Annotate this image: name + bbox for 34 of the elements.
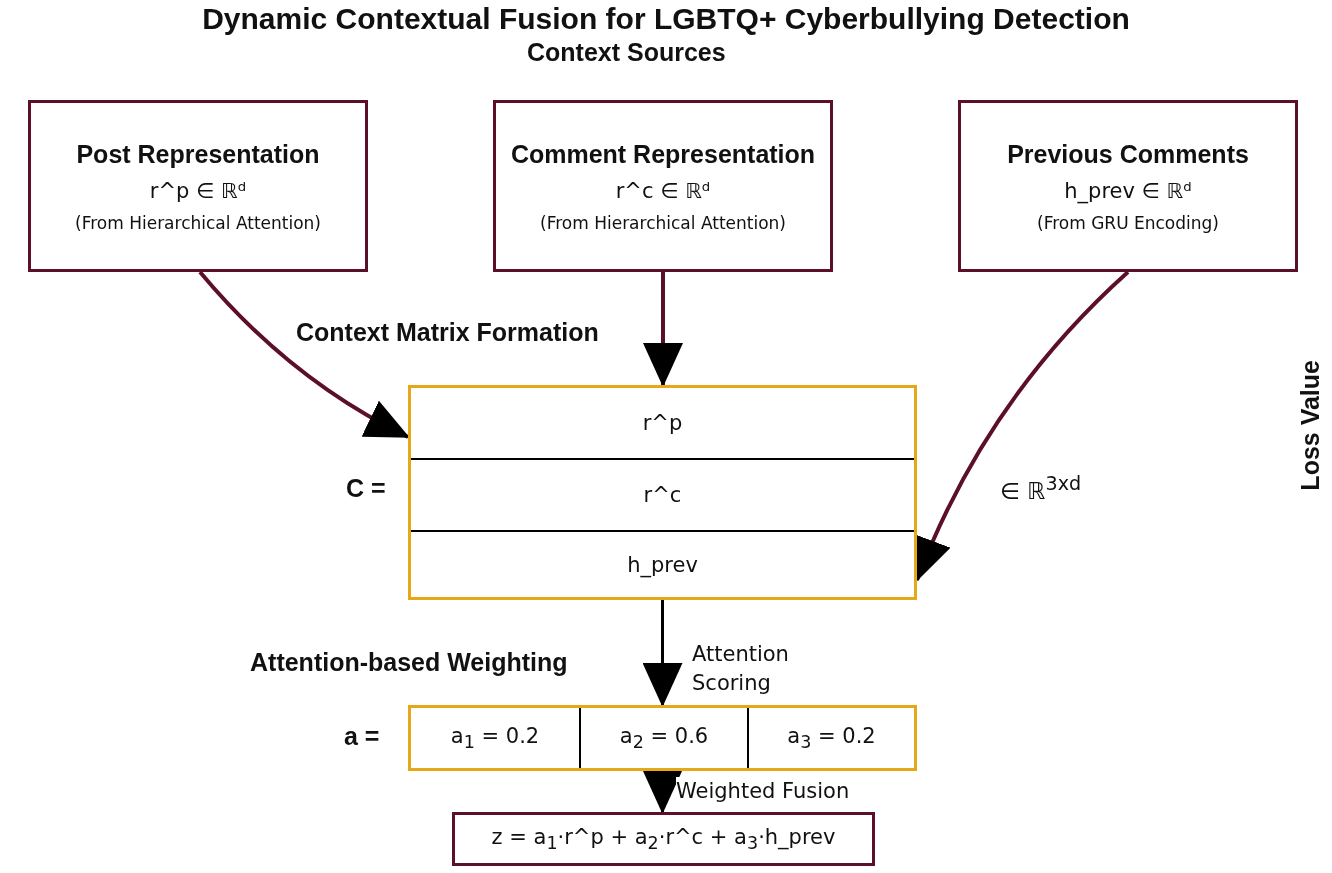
matrix-box xyxy=(408,385,917,600)
arrow xyxy=(198,270,410,439)
source-note: (From GRU Encoding) xyxy=(1037,212,1219,233)
axis-label: Loss Value xyxy=(1296,360,1325,491)
box-heading: Post Representation xyxy=(76,139,320,169)
math-text: a$_{1}$ = 0.2 xyxy=(450,723,540,753)
arrow xyxy=(642,770,683,814)
math-text: h_prev xyxy=(627,552,698,577)
source-note: (From Hierarchical Attention) xyxy=(75,212,321,233)
arrow xyxy=(642,600,683,707)
section-heading: Context Matrix Formation xyxy=(296,318,599,347)
section-heading: a = xyxy=(344,722,380,751)
box-heading: Previous Comments xyxy=(1007,139,1249,169)
math-text: z = a$_{1}$·r^p + a$_{2}$·r^c + a$_{3}$·h_prev xyxy=(491,824,836,854)
math-text: r^c ∈ ℝᵈ xyxy=(615,178,711,203)
source-box xyxy=(958,100,1298,272)
formula-box xyxy=(452,812,875,866)
section-heading: C = xyxy=(346,474,386,503)
arrow xyxy=(643,272,683,387)
math-text: r^p xyxy=(642,411,683,435)
math-text: r^c xyxy=(643,483,682,507)
math-text: h_prev ∈ ℝᵈ xyxy=(1064,178,1192,203)
section-heading: Attention-based Weighting xyxy=(250,648,568,677)
source-box xyxy=(493,100,833,272)
math-text: a$_{2}$ = 0.6 xyxy=(619,723,709,753)
math-text: ∈ ℝ$^{3xd}$ xyxy=(1000,472,1082,504)
math-text: a$_{3}$ = 0.2 xyxy=(787,723,876,753)
matrix-box xyxy=(408,705,917,771)
source-box xyxy=(28,100,368,272)
section-heading: Context Sources xyxy=(527,38,726,67)
box-heading: Comment Representation xyxy=(510,139,816,169)
math-text: r^p ∈ ℝᵈ xyxy=(149,178,247,203)
source-note: (From Hierarchical Attention) xyxy=(540,212,786,233)
diagram-title: Dynamic Contextual Fusion for LGBTQ+ Cyberbullying Detection xyxy=(201,1,1131,37)
